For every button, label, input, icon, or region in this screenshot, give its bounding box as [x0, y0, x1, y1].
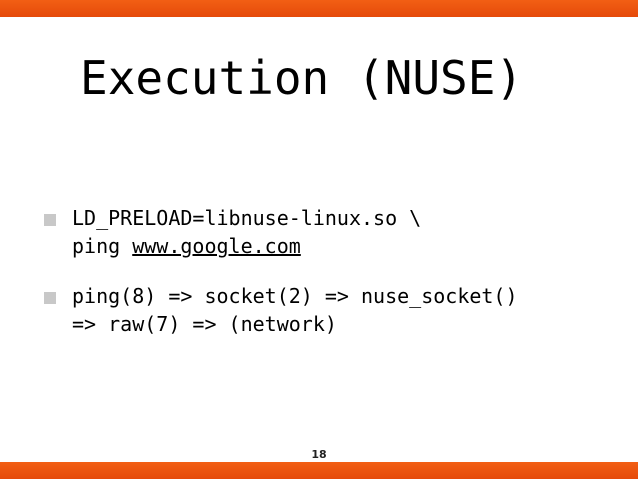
- bullet-line: => raw(7) => (network): [72, 312, 337, 336]
- slide-title: Execution (NUSE): [80, 51, 524, 105]
- square-bullet-icon: [44, 292, 56, 304]
- bottom-accent-bar: [0, 462, 638, 479]
- bullet-list: LD_PRELOAD=libnuse-linux.so \ ping www.g…: [44, 204, 604, 360]
- bullet-line: ping www.google.com: [72, 232, 604, 260]
- page-number: 18: [311, 448, 327, 461]
- square-bullet-icon: [44, 214, 56, 226]
- bullet-line: ping(8) => socket(2) => nuse_socket(): [72, 284, 518, 308]
- top-accent-bar: [0, 0, 638, 17]
- bullet-line: LD_PRELOAD=libnuse-linux.so \: [72, 206, 422, 230]
- command-text: ping: [72, 234, 133, 258]
- google-link[interactable]: www.google.com: [132, 234, 301, 258]
- bullet-item-call-chain: ping(8) => socket(2) => nuse_socket() =>…: [44, 282, 604, 338]
- bullet-item-preload: LD_PRELOAD=libnuse-linux.so \ ping www.g…: [44, 204, 604, 260]
